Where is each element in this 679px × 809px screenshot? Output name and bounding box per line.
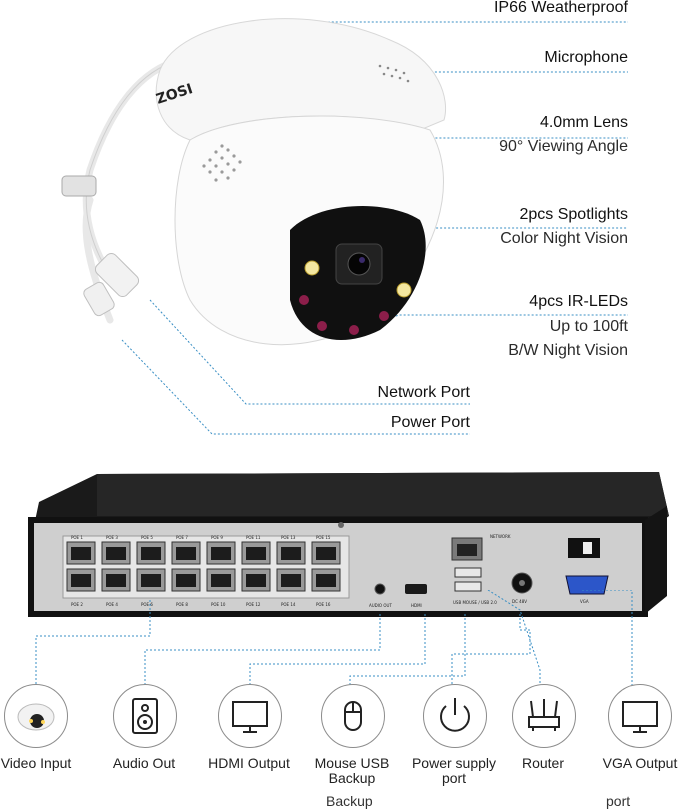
- poe-label-bottom: POE 6: [141, 602, 153, 607]
- poe-port-socket: [246, 547, 266, 560]
- poe-port-socket: [316, 574, 336, 587]
- callout-spotlights-sub: Color Night Vision: [500, 230, 628, 247]
- spotlight-right: [396, 282, 412, 298]
- network-connector: [94, 252, 140, 298]
- poe-label-top: POE 5: [141, 535, 153, 540]
- usb-port-1: [454, 567, 482, 578]
- mouse-usb-backup-icon-circle: [321, 684, 385, 748]
- callout-weatherproof: IP66 Weatherproof: [493, 0, 628, 16]
- callout-network-port: Network Port: [377, 384, 470, 401]
- hdmi-output-icon-circle: [218, 684, 282, 748]
- poe-label-top: POE 7: [176, 535, 188, 540]
- callout-ir-title: 4pcs IR-LEDs: [529, 293, 628, 310]
- caption-router: Router: [521, 755, 565, 771]
- poe-port-socket: [316, 547, 336, 560]
- poe-label-top: POE 13: [281, 535, 296, 540]
- audio-out-icon-circle: [113, 684, 177, 748]
- poe-port-socket: [211, 574, 231, 587]
- poe-port-socket: [176, 574, 196, 587]
- connection-lines: [35, 590, 633, 685]
- caption-vga-output: VGA Output: [602, 755, 678, 771]
- callout-ir-sub1: Up to 100ft: [549, 318, 628, 335]
- poe-port-socket: [141, 574, 161, 587]
- callout-power-port: Power Port: [390, 414, 470, 431]
- clipped-text-port: port: [606, 793, 631, 809]
- hdmi-port: [405, 584, 427, 594]
- spotlight-left: [304, 260, 320, 276]
- caption-video-input: Video Input: [0, 755, 72, 771]
- poe-port-socket: [106, 547, 126, 560]
- dc-label: DC 48V: [512, 599, 527, 604]
- poe-port-socket: [176, 547, 196, 560]
- poe-label-bottom: POE 14: [281, 602, 296, 607]
- poe-label-bottom: POE 10: [211, 602, 226, 607]
- poe-port-socket: [211, 547, 231, 560]
- caption-hdmi-output: HDMI Output: [208, 755, 290, 771]
- network-label: NETWORK: [490, 534, 511, 539]
- poe-label-top: POE 15: [316, 535, 331, 540]
- poe-port-socket: [246, 574, 266, 587]
- nvr-recorder: POE 1 POE 3 POE 5 POE 7 POE 9 POE 11 POE 13 POE…: [28, 472, 669, 617]
- audio-out-port: [374, 583, 386, 595]
- poe-port-socket: [281, 547, 301, 560]
- poe-label-bottom: POE 4: [106, 602, 118, 607]
- poe-port-socket: [71, 574, 91, 587]
- clipped-text-backup: Backup: [326, 793, 373, 809]
- audio-label: AUDIO OUT: [369, 603, 392, 608]
- poe-port-socket: [71, 547, 91, 560]
- vga-output-icon-circle: [608, 684, 672, 748]
- caption-power-supply-port: Power supply port: [411, 755, 497, 786]
- caption-audio-out: Audio Out: [112, 755, 176, 771]
- callout-lens-title: 4.0mm Lens: [539, 114, 628, 131]
- callout-microphone: Microphone: [544, 49, 628, 66]
- poe-port-socket: [106, 574, 126, 587]
- poe-label-top: POE 3: [106, 535, 118, 540]
- vga-label: VGA: [580, 599, 589, 604]
- poe-label-bottom: POE 8: [176, 602, 188, 607]
- callout-spotlights-title: 2pcs Spotlights: [519, 206, 628, 223]
- caption-mouse-usb-backup: Mouse USB Backup: [314, 755, 390, 786]
- hdmi-label: HDMI: [411, 603, 422, 608]
- video-input-icon-circle: [4, 684, 68, 748]
- poe-port-socket: [141, 547, 161, 560]
- dome-camera-illustration: ZOSI: [61, 18, 447, 346]
- poe-label-bottom: POE 16: [316, 602, 331, 607]
- poe-label-bottom: POE 12: [246, 602, 261, 607]
- poe-label-top: POE 11: [246, 535, 261, 540]
- poe-label-top: POE 9: [211, 535, 223, 540]
- callout-ir-sub2: B/W Night Vision: [508, 342, 628, 359]
- usb-port-2: [454, 581, 482, 592]
- poe-label-top: POE 1: [71, 535, 83, 540]
- router-icon-circle: [512, 684, 576, 748]
- poe-label-bottom: POE 2: [71, 602, 83, 607]
- poe-port-socket: [281, 574, 301, 587]
- usb-label: USB MOUSE / USB 2.0: [453, 600, 497, 605]
- vga-port: [565, 575, 609, 595]
- power-supply-port-icon-circle: [423, 684, 487, 748]
- callout-lens-sub: 90° Viewing Angle: [499, 138, 628, 155]
